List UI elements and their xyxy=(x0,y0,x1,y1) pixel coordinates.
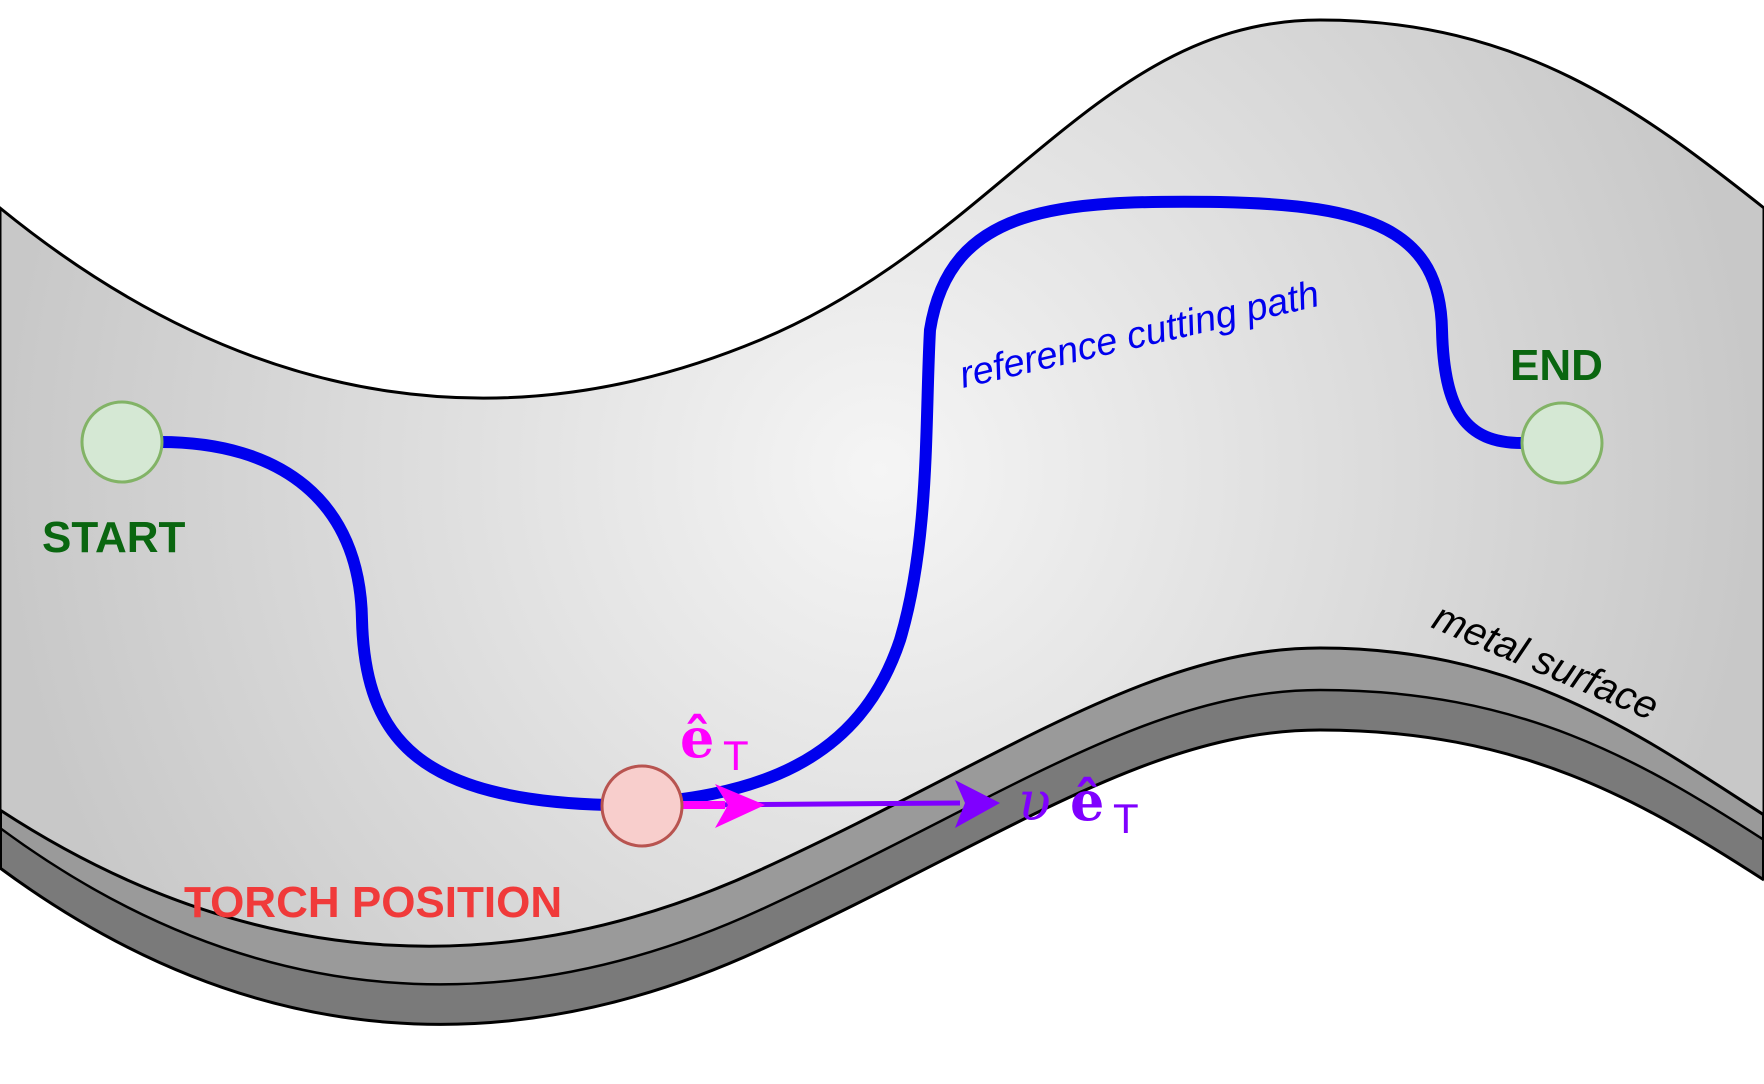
svg-text:T: T xyxy=(723,732,749,779)
metal-sheet-fold-line xyxy=(0,688,1764,986)
start-node xyxy=(80,400,164,484)
svg-text:ê: ê xyxy=(680,706,714,770)
end-node xyxy=(1520,401,1604,485)
svg-text:T: T xyxy=(1113,795,1139,842)
reference-cutting-path xyxy=(154,195,1528,812)
end-label: END xyxy=(1510,341,1603,390)
svg-text:ê: ê xyxy=(1070,769,1104,833)
tangent-arrow xyxy=(680,784,765,828)
metal-sheet-outline xyxy=(0,728,1764,1026)
tangent-label: ê T xyxy=(680,706,749,779)
metal-sheet-surface xyxy=(0,18,1764,948)
start-label: START xyxy=(42,513,186,562)
torch-position-label: TORCH POSITION xyxy=(184,878,562,927)
metal-sheet-edge-upper xyxy=(0,648,1764,985)
svg-text:υ: υ xyxy=(1018,770,1051,833)
torch-node xyxy=(600,764,684,848)
velocity-label: υ ê T xyxy=(1018,769,1139,842)
metal-sheet-edge-lower xyxy=(0,690,1764,1025)
